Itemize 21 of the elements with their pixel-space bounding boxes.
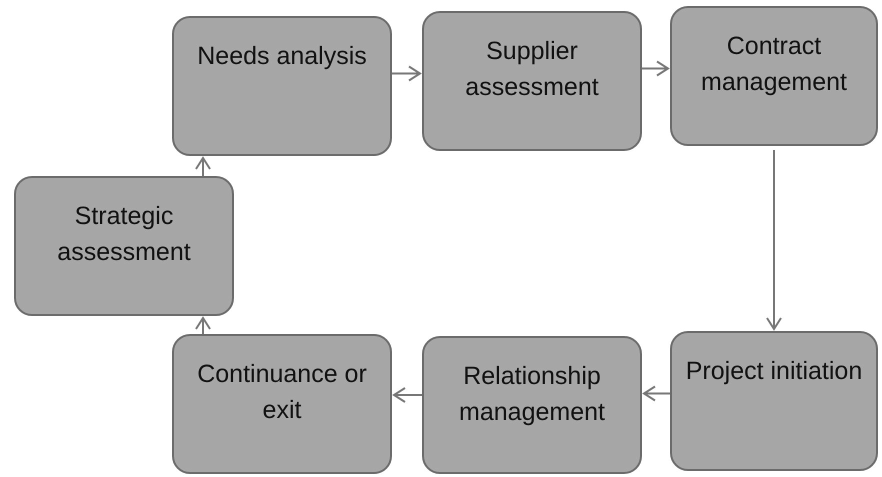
box-label: Strategic assessment [56,201,192,268]
process-box [14,176,234,316]
arrow [393,387,422,403]
process-box [670,6,878,146]
process-box [172,16,392,156]
process-box [670,331,878,471]
box-label: Relationship management [458,361,606,428]
arrow [766,150,782,330]
arrow [195,317,211,334]
arrow [643,386,670,402]
process-box [422,11,642,151]
arrow [195,157,211,176]
process-box [422,336,642,474]
process-box [172,334,392,474]
box-label: Continuance or exit [196,359,368,426]
arrow [642,60,669,76]
box-label: Needs analysis [197,41,367,72]
box-label: Contract management [700,31,848,98]
box-label: Supplier assessment [464,36,600,103]
box-label: Project initiation [686,356,862,387]
arrow [392,66,421,82]
